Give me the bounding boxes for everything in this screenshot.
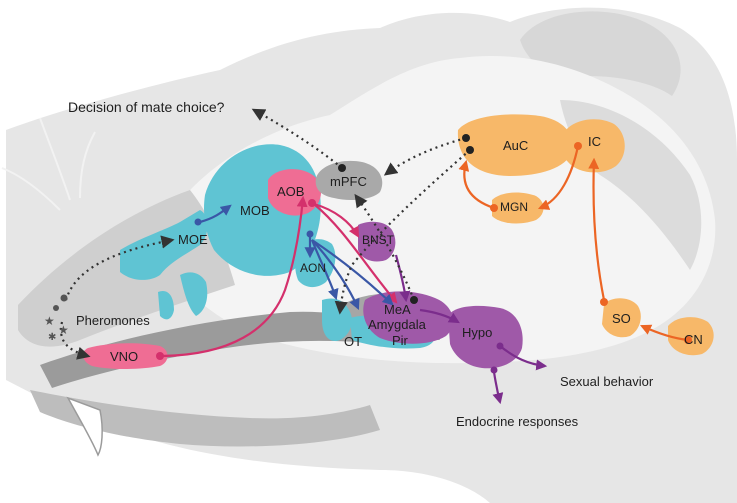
vno-to-aob-arrow [161, 195, 308, 358]
label-sexual-behavior: Sexual behavior [560, 374, 654, 389]
pheromone-molecules: ★ ★ ✱ [44, 294, 69, 343]
mob-to-pir-arrow [311, 239, 360, 311]
label-hypo: Hypo [462, 325, 492, 340]
auc-dot-a [462, 134, 470, 142]
so-region [602, 298, 641, 338]
pheromone-star-icon: ★ [58, 323, 69, 337]
moe-region [120, 210, 208, 320]
bnst-to-mea-arrow [394, 254, 411, 303]
mgn-region [492, 192, 544, 224]
aob-to-mea-arrow [313, 203, 398, 304]
label-mea: MeA [384, 302, 411, 317]
whiskers [1, 117, 96, 211]
mob-to-ot-arrow [310, 239, 339, 301]
aob-to-bnst-arrow [313, 202, 360, 238]
label-moe: MOE [178, 232, 208, 247]
pathways [59, 108, 692, 405]
label-ot: OT [344, 334, 362, 349]
mea-to-mpfc-arrow [354, 193, 416, 301]
auc-to-mpfc-arrow [383, 136, 467, 176]
mpfc-dot [338, 164, 346, 172]
label-bnst: BNST [362, 233, 395, 247]
hypo-dot-a [496, 342, 504, 350]
cn-dot [684, 336, 692, 344]
labels: AuC IC mPFC MGN AOB MOB MOE BNST AON MeA… [68, 99, 703, 429]
pheromone-dot [53, 305, 59, 311]
auc-dot-b [466, 146, 474, 154]
hypo-dot-b [490, 366, 498, 374]
pheromones-to-vno-arrow [59, 321, 91, 360]
mea-dot [410, 296, 418, 304]
ic-dot [574, 142, 582, 150]
cn-to-so-arrow [640, 324, 689, 342]
jaw [30, 390, 380, 447]
cn-region [668, 317, 714, 356]
mob-dot [306, 230, 314, 238]
mob-to-amygdala-arrow [311, 239, 394, 306]
label-decision-of-mate-choice: Decision of mate choice? [68, 99, 225, 115]
label-cn: CN [684, 332, 703, 347]
mpfc-region [315, 160, 383, 200]
mgn-dot [490, 204, 498, 212]
hypo-region [448, 305, 523, 369]
label-aon: AON [300, 261, 326, 275]
label-so: SO [612, 311, 631, 326]
label-amygdala: Amygdala [368, 317, 427, 332]
mea-to-hypo-arrow [419, 308, 460, 324]
label-vno: VNO [110, 349, 138, 364]
so-dot [600, 298, 608, 306]
auc-region [457, 114, 573, 176]
mgn-to-auc-arrow [458, 159, 495, 210]
hypo-to-sexual-behavior-arrow [499, 345, 548, 371]
regions [83, 114, 714, 369]
vno-dot [156, 352, 164, 360]
pheromone-star-icon: ✱ [48, 332, 56, 343]
label-aob: AOB [277, 184, 304, 199]
label-mpfc: mPFC [330, 174, 367, 189]
pheromone-dot [60, 294, 68, 302]
bnst-region [358, 221, 396, 262]
incisor [66, 396, 103, 457]
label-mob: MOB [240, 203, 270, 218]
aob-region [268, 169, 322, 216]
mpfc-to-decision-arrow [251, 108, 343, 169]
vno-region [83, 343, 168, 369]
moe-dot [194, 218, 202, 226]
moe-to-mob-arrow [199, 204, 232, 224]
label-ic: IC [588, 134, 601, 149]
so-to-ic-arrow [588, 157, 606, 301]
ic-to-mgn-arrow [537, 145, 580, 210]
label-mgn: MGN [500, 200, 528, 214]
label-pheromones: Pheromones [76, 313, 150, 328]
ic-region [561, 119, 625, 173]
label-auc: AuC [503, 138, 528, 153]
label-pir: Pir [392, 333, 409, 348]
aob-dot [308, 199, 316, 207]
hypo-to-endocrine-arrow [492, 371, 504, 405]
label-endocrine-responses: Endocrine responses [456, 414, 579, 429]
pheromone-star-icon: ★ [44, 314, 55, 328]
